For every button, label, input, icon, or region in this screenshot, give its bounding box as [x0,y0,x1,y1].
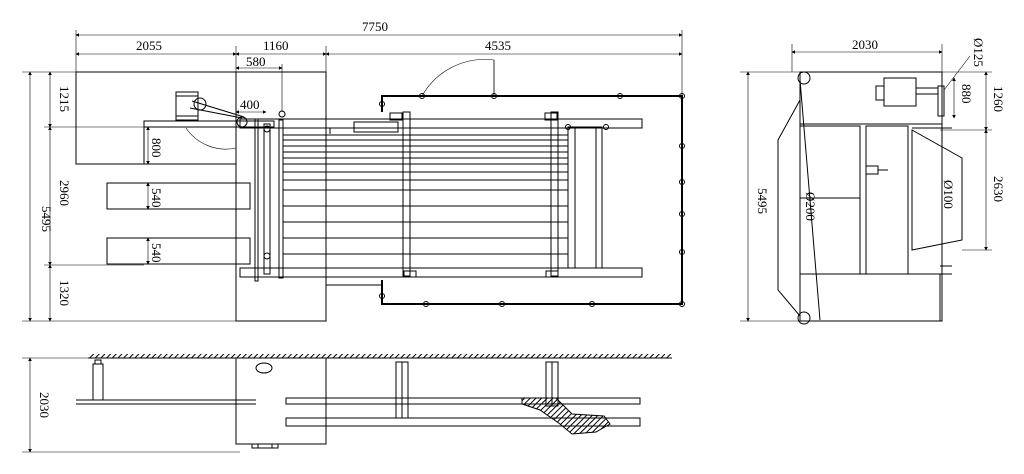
dim-side-total-height: 5495 [755,188,770,214]
pivot-circle [193,97,207,111]
dim-opening-540-b: 540 [149,243,164,263]
dim-dia-200: Ø200 [803,192,818,221]
dim-total-height-left: 5495 [39,206,54,232]
opening-540-a [106,182,251,210]
door-swing-arc [421,59,495,97]
side-main-body [799,71,943,322]
center-frame [235,71,327,322]
side-pulley-top [797,71,811,85]
dim-segment-2: 1160 [263,38,289,53]
dim-opening-540-a: 540 [149,188,164,208]
front-center-block [235,357,327,445]
front-hatched-section [521,397,611,435]
dim-offset-400: 400 [240,97,260,112]
opening-540-b [106,237,251,265]
top-dimensions: 7750 2055 1160 4535 580 400 [75,19,683,114]
dim-dia-100: Ø100 [941,180,956,209]
side-taper-left [777,99,801,318]
dim-side-width: 2030 [852,37,878,52]
side-motor [883,77,917,107]
side-view: 2030 5495 Ø200 Ø100 126 [740,37,1006,325]
motor-block [175,91,199,121]
front-ground-hatch [88,354,672,358]
dim-height-1215: 1215 [57,86,72,112]
dim-offset-580: 580 [246,54,266,69]
side-hopper [911,129,963,251]
dim-height-1320: 1320 [57,280,72,306]
roller-table [239,111,643,278]
dim-segment-3: 4535 [485,38,511,53]
dim-overall-length: 7750 [362,19,388,34]
dim-dia-125: Ø125 [971,38,986,67]
guard-fence [379,59,685,307]
dim-height-2960: 2960 [57,180,72,206]
swing-arc-left [185,127,237,150]
front-view: 2030 [22,354,672,453]
dim-segment-1: 2055 [136,38,162,53]
dim-2630: 2630 [991,176,1006,202]
left-dimensions: 5495 1215 2960 1320 [22,71,236,322]
dim-880: 880 [959,84,974,104]
dim-front-height: 2030 [37,392,52,418]
side-pulley-bottom [797,311,811,325]
top-view: 7750 2055 1160 4535 580 400 5495 1215 [22,19,685,322]
opening-800 [143,126,237,165]
dim-opening-800: 800 [149,138,164,158]
dim-1260: 1260 [991,86,1006,112]
